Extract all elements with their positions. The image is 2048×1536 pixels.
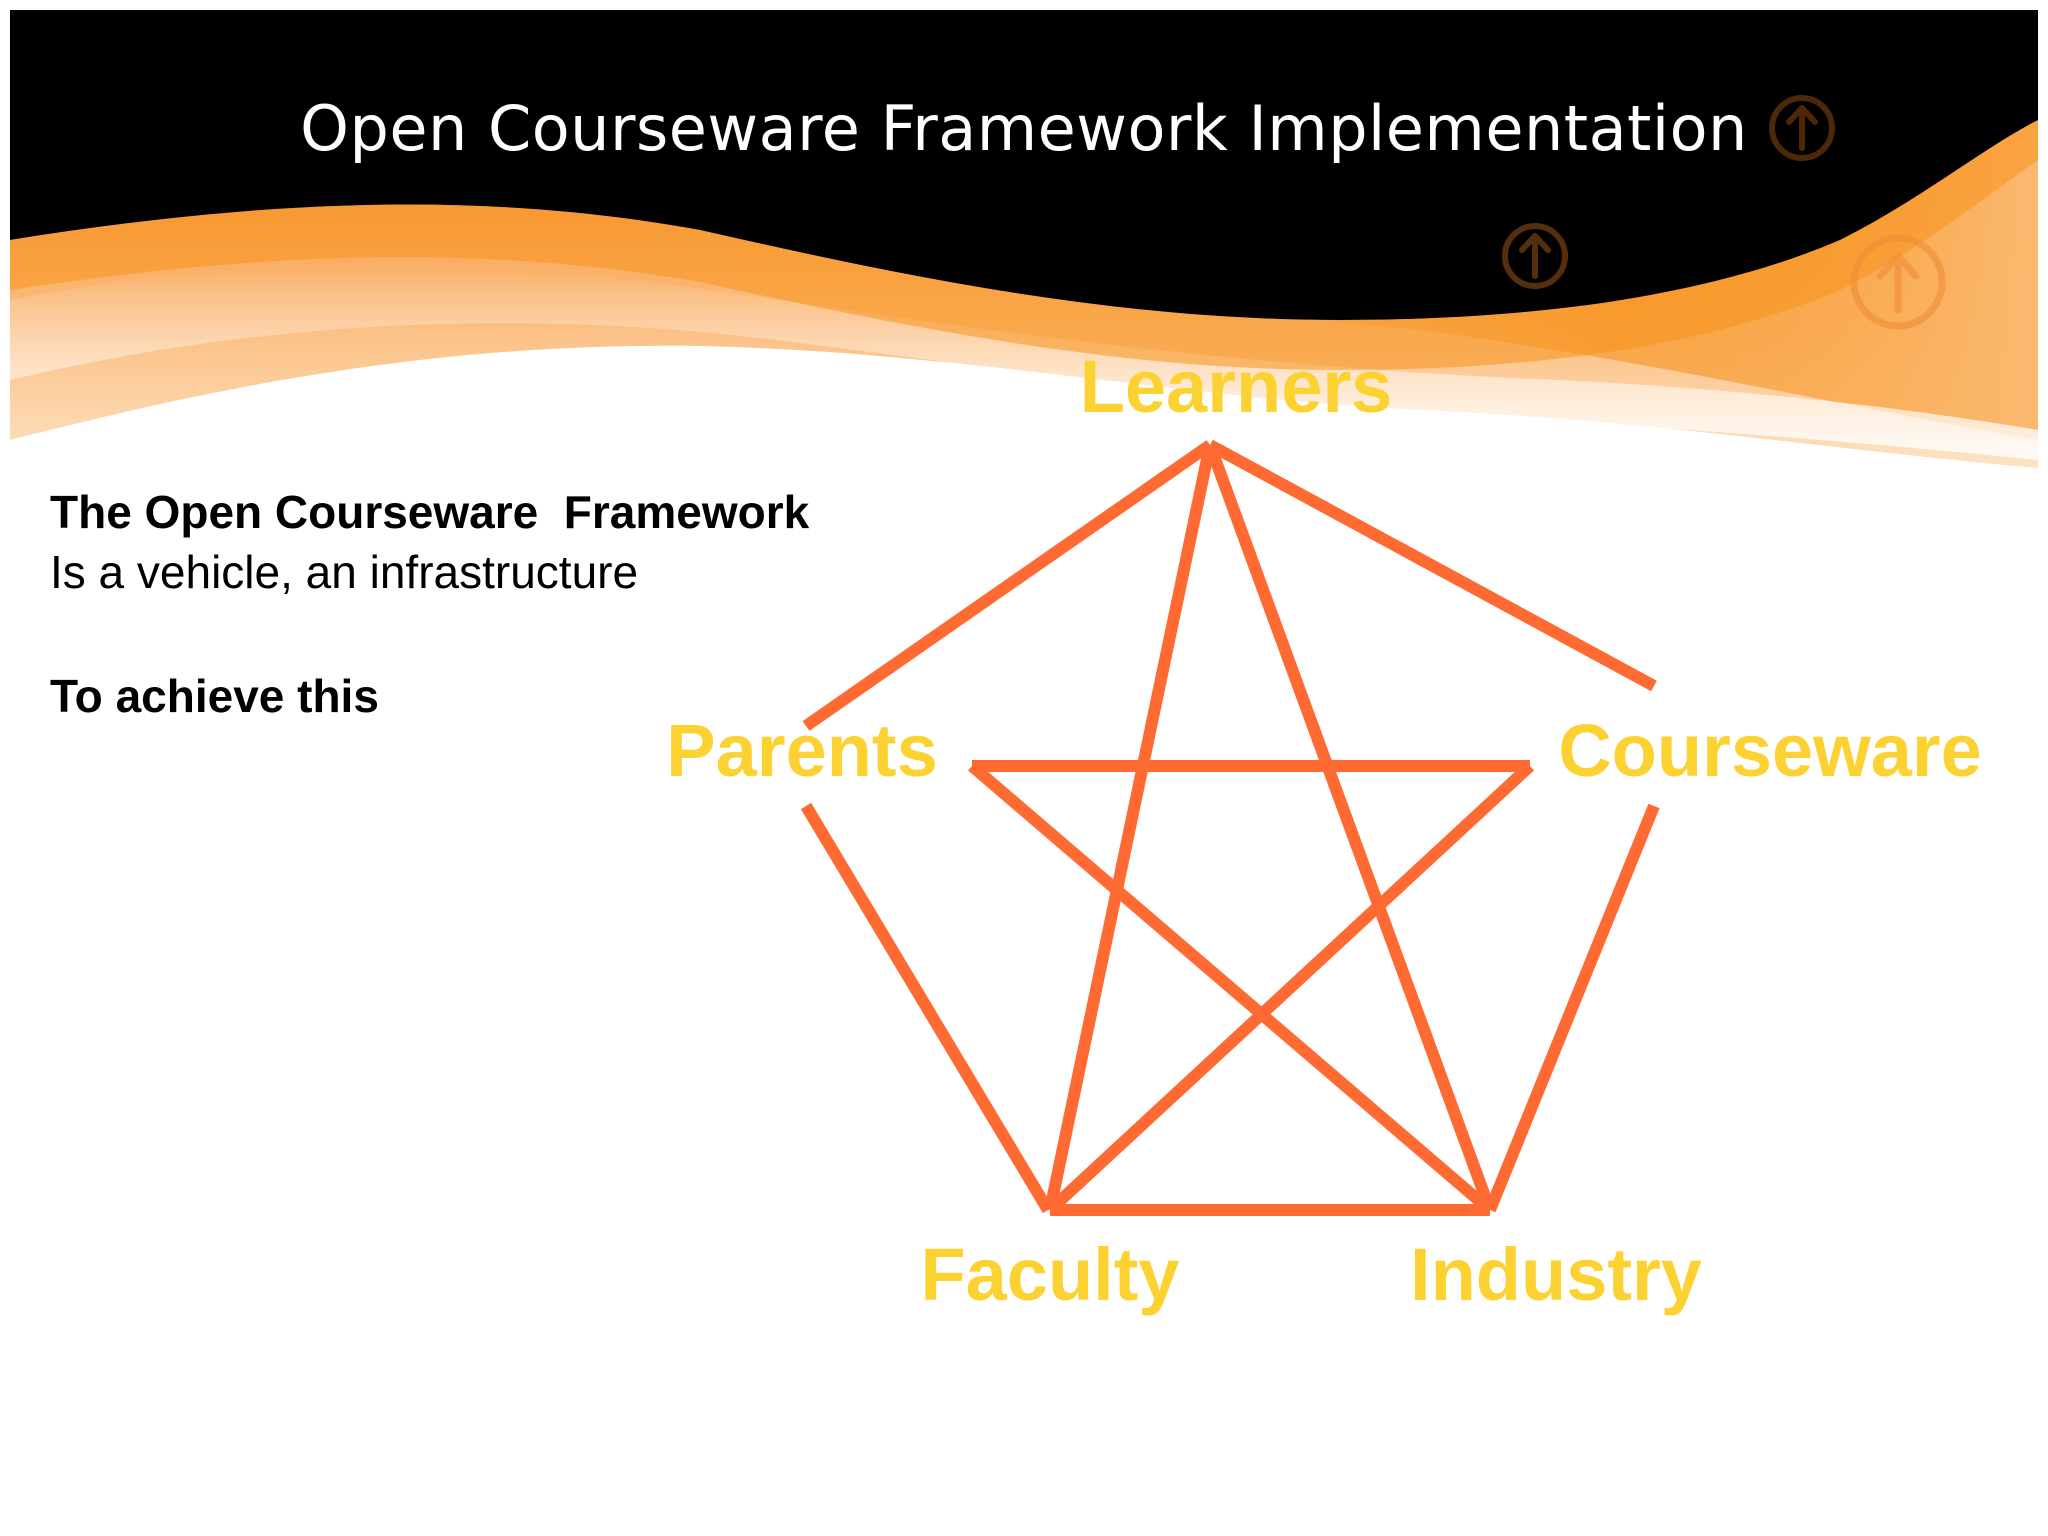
banner-highlight	[10, 266, 2038, 460]
node-label-parents: Parents	[666, 709, 937, 792]
up-arrow-circle-icon	[1769, 95, 1835, 161]
edge-learners-courseware	[1207, 439, 1657, 692]
up-arrow-circle-icon	[1502, 223, 1568, 289]
edge-courseware-industry	[1484, 803, 1660, 1213]
up-arrow-circle-icon	[1850, 234, 1946, 330]
edge-parents-industry	[968, 761, 1494, 1215]
node-label-courseware: Courseware	[1558, 709, 1982, 792]
node-label-industry: Industry	[1410, 1233, 1702, 1316]
body-line-bold: To achieve this	[50, 670, 379, 722]
body-line: Is a vehicle, an infrastructure	[50, 546, 639, 598]
edges-layer	[800, 439, 1660, 1216]
body-text: The Open Courseware Framework Is a vehic…	[50, 482, 950, 726]
edge-learners-faculty	[1044, 443, 1216, 1212]
edge-courseware-faculty	[1045, 761, 1535, 1215]
banner-edge-glow	[10, 120, 2038, 370]
edge-learners-parents	[802, 440, 1214, 731]
slide-title: Open Courseware Framework Implementation	[300, 92, 1748, 165]
node-label-learners: Learners	[1080, 345, 1393, 428]
edge-parents-faculty	[800, 802, 1054, 1214]
body-heading: The Open Courseware Framework	[50, 486, 810, 538]
edge-learners-industry	[1204, 442, 1496, 1213]
node-label-faculty: Faculty	[920, 1233, 1179, 1316]
